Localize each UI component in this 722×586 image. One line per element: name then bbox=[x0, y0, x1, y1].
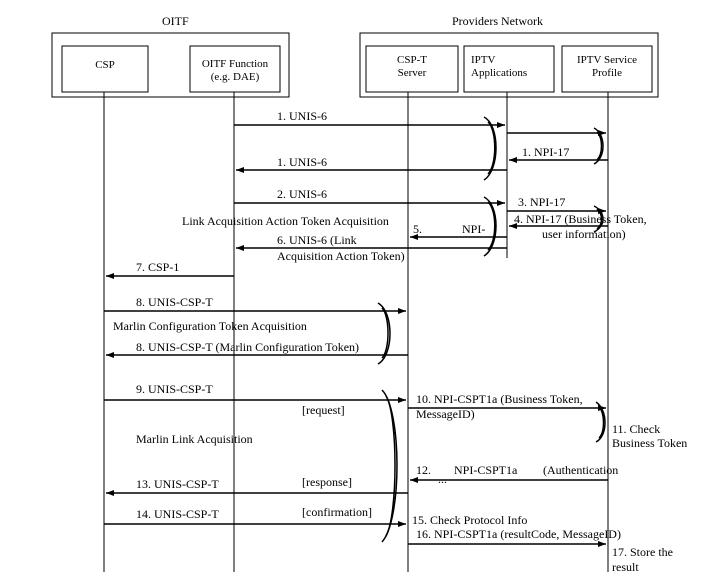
csp-box bbox=[61, 45, 149, 93]
message-m16: 16. NPI-CSPT1a (resultCode, MessageID) bbox=[416, 527, 621, 541]
phase-bracket-2 bbox=[483, 196, 497, 257]
iptv-service-profile-label-1: IPTV Service bbox=[577, 54, 637, 66]
message-m12-label: NPI-CSPT1a bbox=[454, 463, 518, 477]
profile-bracket-3-inner bbox=[598, 405, 605, 439]
profile-bracket-1-inner bbox=[596, 131, 603, 161]
message-m5-label: NPI- bbox=[462, 222, 486, 236]
message-m10-line1: 10. NPI-CSPT1a (Business Token, bbox=[416, 392, 583, 406]
message-m4-line1: 4. NPI-17 (Business Token, bbox=[514, 212, 647, 226]
profile-bracket-3 bbox=[595, 401, 606, 443]
message-m6-line2: Acquisition Action Token) bbox=[277, 249, 405, 263]
profile-bracket-2 bbox=[593, 205, 604, 233]
message-m10-line2: MessageID) bbox=[416, 407, 475, 421]
phase-bracket-2-inner bbox=[487, 201, 496, 251]
csp-t-server-box bbox=[365, 45, 459, 93]
bracket-confirmation: [confirmation] bbox=[302, 505, 372, 519]
csp-t-server-label-2: Server bbox=[397, 67, 427, 79]
message-m8a: 8. UNIS-CSP-T bbox=[136, 295, 213, 309]
iptv-applications-label-1: IPTV bbox=[471, 54, 496, 66]
phase-bracket-1 bbox=[483, 116, 497, 181]
oitf-group-box bbox=[51, 32, 290, 98]
phase-marlin-link: Marlin Link Acquisition bbox=[136, 432, 253, 446]
message-m2: 2. UNIS-6 bbox=[277, 187, 327, 201]
message-m3: 3. NPI-17 bbox=[518, 195, 566, 209]
oitf-function-label-2: (e.g. DAE) bbox=[210, 71, 260, 83]
message-m11-line2: Business Token bbox=[612, 436, 688, 450]
phase-bracket-marlin-config-inner bbox=[381, 307, 389, 359]
iptv-applications-label-2: Applications bbox=[471, 67, 528, 79]
csp-t-server-label-1: CSP-T bbox=[397, 54, 427, 66]
bracket-request: [request] bbox=[302, 403, 345, 417]
bracket-response: [response] bbox=[302, 475, 352, 489]
message-m8b: 8. UNIS-CSP-T (Marlin Configuration Toke… bbox=[136, 340, 360, 354]
phase-link-action-token: Link Acquisition Action Token Acquisitio… bbox=[182, 214, 389, 228]
providers-group-title: Providers Network bbox=[452, 14, 543, 28]
phase-marlin-config: Marlin Configuration Token Acquisition bbox=[113, 319, 307, 333]
message-m12-number: 12. bbox=[416, 463, 431, 477]
phase-bracket-marlin-link-inner bbox=[385, 395, 396, 537]
message-m9: 9. UNIS-CSP-T bbox=[136, 382, 213, 396]
oitf-function-box bbox=[189, 45, 281, 93]
message-m12-note: (Authentication bbox=[543, 463, 619, 477]
message-m1a: 1. UNIS-6 bbox=[277, 109, 327, 123]
message-m17-line1: 17. Store the bbox=[612, 545, 673, 559]
profile-bracket-2-inner bbox=[596, 208, 603, 230]
message-m13: 13. UNIS-CSP-T bbox=[136, 477, 219, 491]
message-m15: 15. Check Protocol Info bbox=[412, 513, 528, 527]
iptv-service-profile-label-2: Profile bbox=[592, 67, 622, 79]
iptv-applications-box bbox=[463, 45, 555, 93]
profile-bracket-1 bbox=[593, 127, 604, 165]
message-m17-line2: result bbox=[612, 560, 639, 574]
message-m5-number: 5. bbox=[413, 222, 422, 236]
message-m11-line1: 11. Check bbox=[612, 422, 661, 436]
phase-bracket-1-inner bbox=[487, 121, 496, 175]
message-m6-line1: 6. UNIS-6 (Link bbox=[277, 233, 357, 247]
iptv-service-profile-box bbox=[561, 45, 653, 93]
oitf-group-title: OITF bbox=[162, 14, 189, 28]
message-m12-ellipsis: ... bbox=[438, 472, 447, 486]
csp-label: CSP bbox=[95, 59, 115, 71]
message-m1c: 1. UNIS-6 bbox=[277, 155, 327, 169]
message-m4-line2: user information) bbox=[542, 227, 626, 241]
message-m14: 14. UNIS-CSP-T bbox=[136, 507, 219, 521]
message-m7: 7. CSP-1 bbox=[136, 260, 180, 274]
lifelines bbox=[103, 92, 609, 572]
phase-bracket-marlin-config bbox=[377, 302, 391, 365]
message-m1b: 1. NPI-17 bbox=[522, 145, 570, 159]
oitf-function-label-1: OITF Function bbox=[201, 58, 269, 70]
providers-group-box bbox=[359, 32, 659, 98]
